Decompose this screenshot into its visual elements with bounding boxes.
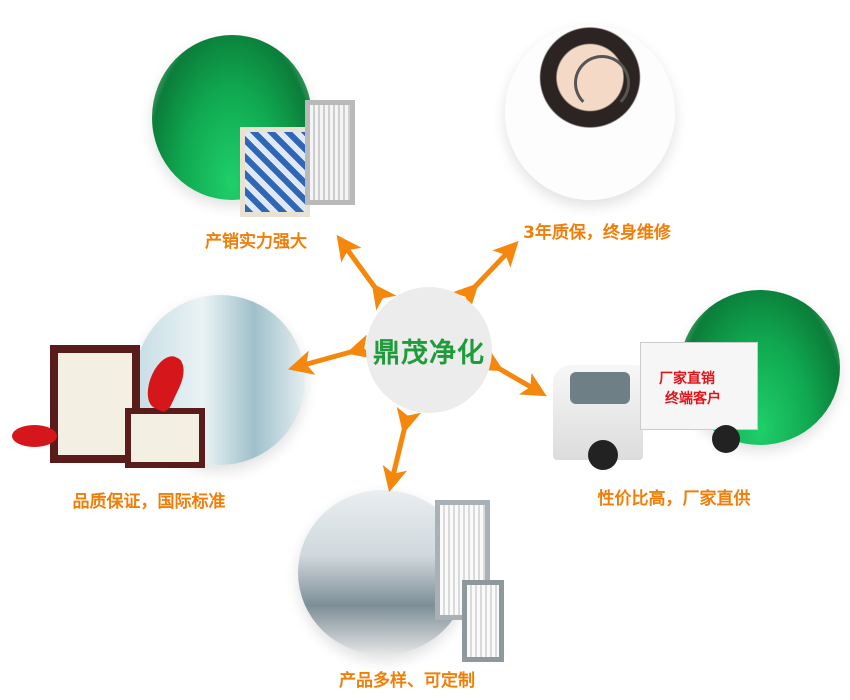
headset-icon (574, 55, 630, 111)
truck-windshield (570, 372, 630, 404)
feature-label-warranty: 3年质保，终身维修 (523, 223, 671, 243)
truck-wheel-front (588, 440, 618, 470)
truck-wheel-rear (712, 425, 740, 453)
arrow-left (287, 334, 374, 375)
arrow-up-right (452, 240, 519, 310)
hepa-filter-image (305, 100, 355, 205)
feature-label-variety: 产品多样、可定制 (339, 671, 475, 691)
certificate-frame-small (125, 408, 205, 468)
filter-product-small (462, 580, 504, 662)
feature-label-quality: 品质保证，国际标准 (72, 492, 226, 512)
brand-center-circle: 鼎茂净化 (366, 287, 492, 413)
feature-label-capacity: 产销实力强大 (205, 232, 307, 252)
arrow-up-left (336, 234, 397, 311)
customer-service-photo-circle (505, 25, 675, 200)
red-ribbon-decoration (12, 425, 57, 447)
truck-box: 厂家直销 终端客户 (640, 342, 758, 430)
truck-slogan-1: 厂家直销 (659, 371, 715, 387)
arrow-down (382, 406, 422, 493)
brand-title: 鼎茂净化 (373, 337, 485, 369)
feature-label-price: 性价比高，厂家直供 (597, 489, 751, 509)
truck-slogan-2: 终端客户 (665, 391, 721, 407)
arrow-right (475, 347, 547, 397)
